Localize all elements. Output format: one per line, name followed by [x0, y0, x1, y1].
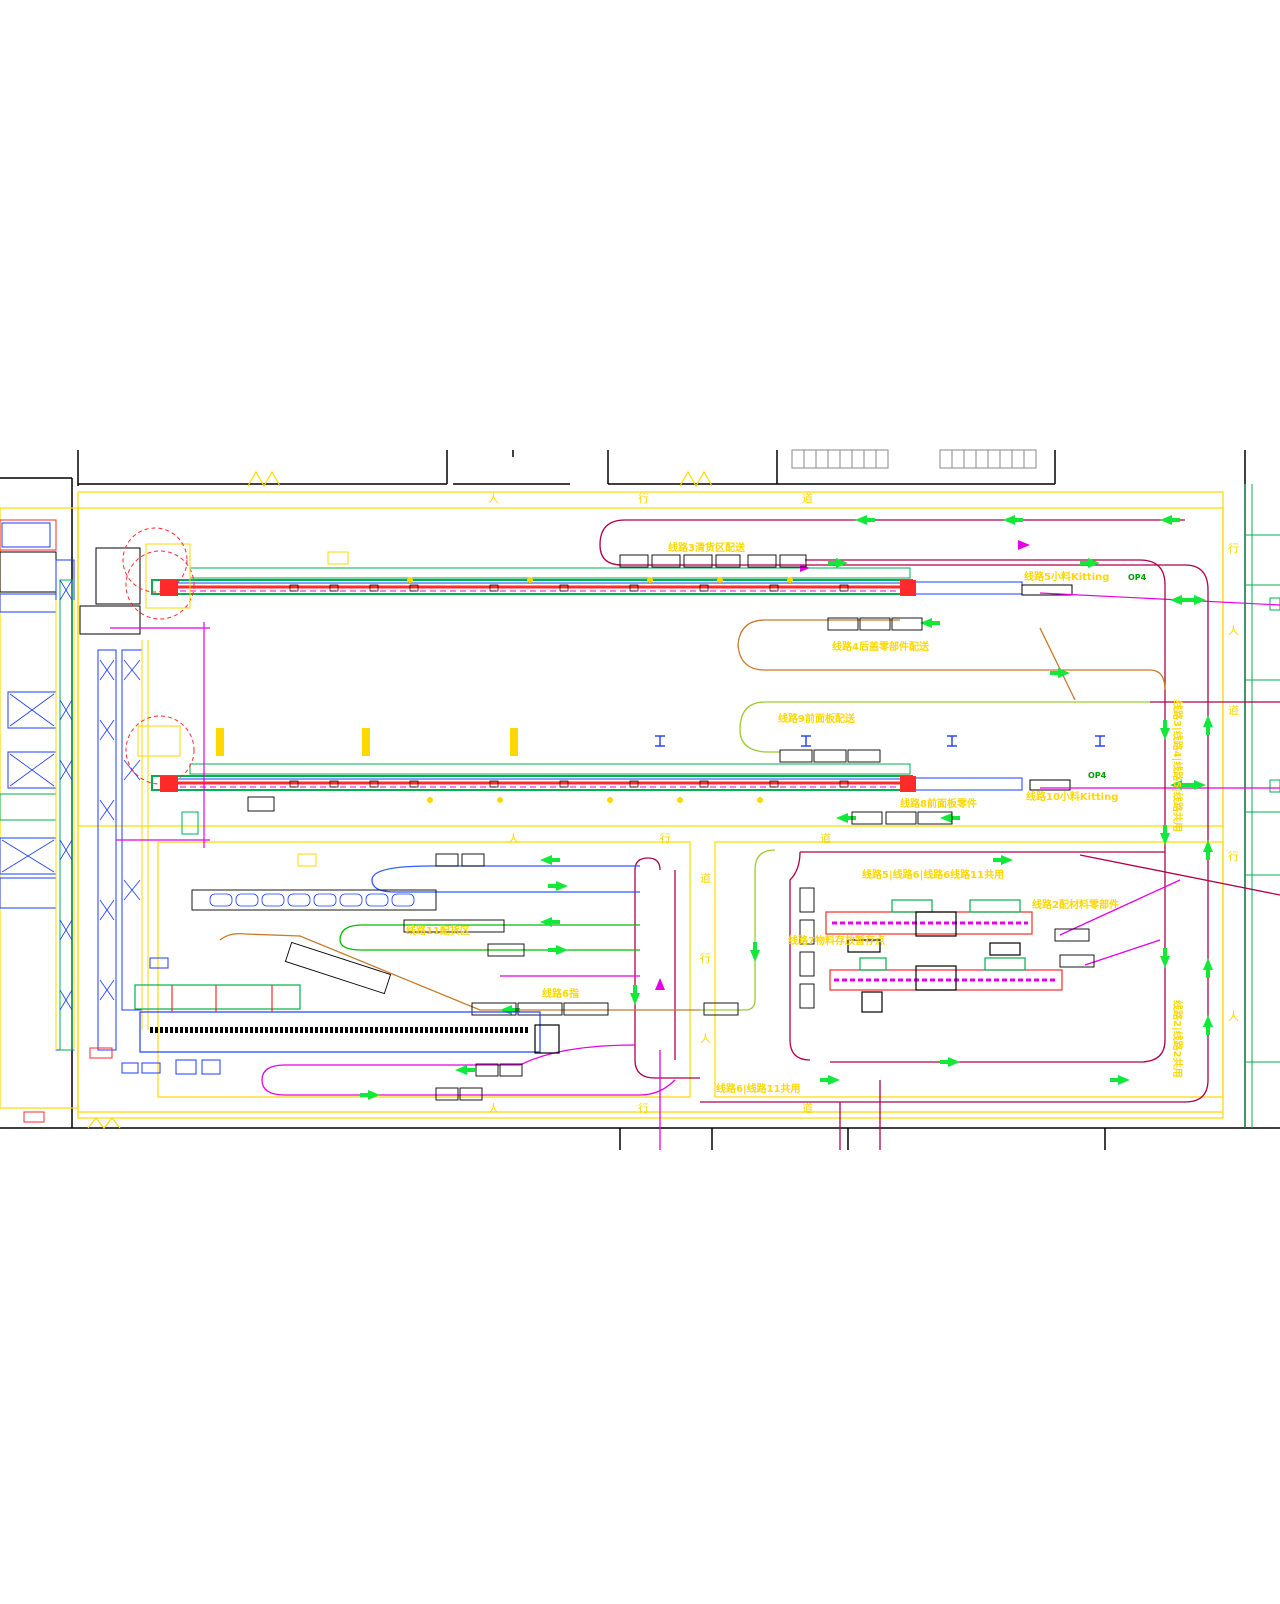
label-station-op4-lower: OP4 [1088, 771, 1107, 780]
aisle-right-4: 行 [1228, 850, 1239, 863]
aisle-center-1: 道 [700, 871, 711, 885]
aisle-center-3: 人 [700, 1032, 711, 1045]
assembly-line-lower [125, 543, 1071, 792]
route-labels: 线路3清货区配送 线路5小料Kitting 线路4后盖零部件配送 线路9前面板配… [406, 541, 1184, 1095]
aisle-center-2: 行 [700, 952, 711, 965]
label-vertical-shared-2: 线路2|线路2共用 [1171, 1000, 1184, 1078]
label-route-shared-5-6-11: 线路5|线路6|线路6线路11共用 [862, 868, 1004, 881]
label-route-8: 线路8前面板零件 [900, 797, 977, 810]
direction-arrows [360, 515, 1213, 1100]
aisle-bot-2: 行 [638, 1102, 649, 1115]
material-carts [191, 554, 1095, 1101]
yellow-vertical-track [55, 600, 149, 1050]
lower-left-boxes [23, 551, 349, 1123]
label-route-3: 线路3清货区配送 [668, 541, 746, 554]
label-route-7: 线路7物料存放暂存点 [788, 934, 885, 947]
label-station-op4-upper: OP4 [1128, 573, 1147, 582]
aisle-text-middle: 人 行 道 [508, 831, 831, 845]
label-vertical-shared-3-5: 线路3|线路4|线路5|线路共用 [1171, 700, 1184, 832]
label-route-10-kitting: 线路10小料Kitting [1026, 790, 1118, 803]
aisle-text-top: 人 行 道 [488, 491, 813, 505]
left-racks [0, 519, 143, 1051]
label-route-4: 线路4后盖零部件配送 [832, 640, 930, 653]
right-column-grid [1244, 484, 1280, 1128]
aisle-top-2: 行 [638, 492, 649, 505]
aisle-right-3: 道 [1228, 703, 1239, 717]
aisle-mid-3: 道 [820, 831, 831, 845]
line-markers [216, 577, 793, 803]
label-route-5-kitting: 线路5小料Kitting [1024, 570, 1109, 583]
label-route-2: 线路2配材料零部件 [1032, 898, 1119, 911]
window-grilles [791, 449, 1037, 469]
aisle-bot-1: 人 [488, 1102, 499, 1115]
rotation-circles [122, 527, 188, 593]
label-route-6: 线路6指 [542, 987, 579, 1000]
aisle-top-3: 道 [802, 491, 813, 505]
i-beam-marks [655, 735, 1105, 747]
door-marks [87, 470, 713, 1129]
magenta-arrowheads [655, 540, 1030, 990]
aisle-text-center: 道 行 人 [700, 871, 711, 1045]
walkway-outlines [0, 491, 1224, 1119]
aisle-right-1: 行 [1228, 542, 1239, 555]
aisle-top-1: 人 [488, 492, 499, 505]
aisle-mid-2: 行 [660, 832, 671, 845]
line-small-cells [209, 893, 415, 907]
magenta-transfer [110, 592, 1280, 848]
aisle-right-5: 人 [1228, 1010, 1239, 1023]
line-stations [289, 584, 849, 788]
label-route-9: 线路9前面板配送 [778, 712, 856, 725]
aisle-right-2: 人 [1228, 624, 1239, 637]
aisle-mid-1: 人 [508, 832, 519, 845]
workstation-cell [825, 899, 1063, 1013]
label-route-11: 线路11配货区 [406, 924, 470, 937]
aisle-text-bottom: 人 行 道 [488, 1101, 813, 1115]
label-route-6-11-shared: 线路6|线路11共用 [716, 1082, 801, 1095]
aisle-bot-3: 道 [802, 1101, 813, 1115]
lower-left-line [134, 984, 560, 1054]
aisle-text-right: 行 人 道 行 人 [1228, 542, 1239, 1023]
rack-x-marks [1, 579, 141, 1011]
route-paths [219, 519, 1280, 1150]
assembly-line-upper [125, 550, 1073, 620]
